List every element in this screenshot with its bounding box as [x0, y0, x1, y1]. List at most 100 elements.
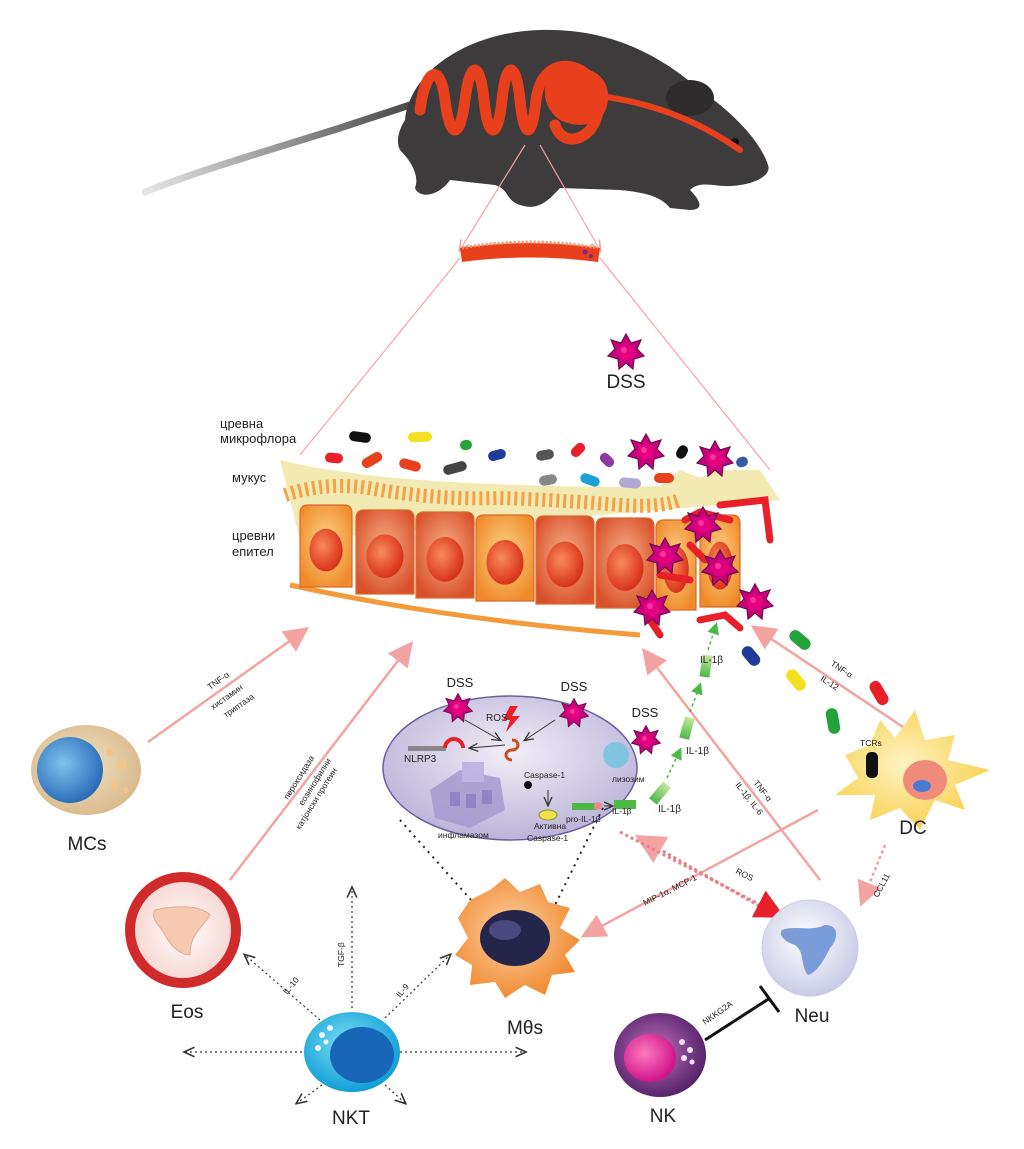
bacteria-icon	[536, 449, 554, 461]
dc-il12-label: IL-12	[819, 673, 841, 692]
dss-label: DSS	[606, 372, 645, 393]
il1b-left-label: IL-1β	[658, 804, 681, 815]
dc-label: DC	[899, 818, 926, 839]
microflora-label-2: микрофлора	[220, 431, 297, 446]
epithelial-cell	[535, 515, 595, 605]
caspase-label: Caspase-1	[524, 770, 565, 780]
nkt-cell	[304, 1012, 400, 1092]
epithelial-cell	[355, 509, 415, 595]
zoom-lines	[299, 144, 771, 471]
active-caspase-1: Активна	[534, 821, 566, 831]
ros-neu-label: ROS	[734, 866, 755, 883]
epithelium-label-2: епител	[232, 544, 274, 559]
lysozyme-icon	[603, 742, 629, 768]
bacteria-icon	[654, 473, 674, 483]
bacteria-icon	[488, 448, 506, 462]
dendritic-cell	[835, 710, 990, 830]
dotted-arrows	[619, 830, 887, 918]
nkt-il10-label: IL-10	[281, 975, 301, 996]
bacteria-icon	[539, 474, 557, 486]
mouse-illustration	[141, 29, 769, 210]
bacteria-icon	[619, 477, 641, 489]
mouse-stomach	[544, 68, 609, 125]
neutrophil-cell	[761, 899, 859, 997]
nlrp3-label: NLRP3	[404, 754, 437, 765]
bacteria-icon	[599, 452, 615, 468]
mouse-ear	[666, 80, 714, 116]
neu-label: Neu	[795, 1006, 830, 1027]
macrophage-label: Mθs	[507, 1018, 543, 1039]
lysozyme-label: лизозим	[612, 774, 645, 784]
microflora-label-1: цревна	[220, 416, 264, 431]
layer-labels: цревна микрофлора мукус цревни епител	[220, 416, 297, 559]
nlrp3-icon	[408, 737, 465, 751]
dc-tnf-label: TNF-α	[829, 658, 855, 680]
dss-label-3: DSS	[632, 705, 659, 720]
inflammasome-icon	[430, 762, 505, 828]
dss-star-icon	[607, 333, 645, 370]
microflora-bacteria	[325, 431, 748, 489]
bacteria-icon	[325, 452, 343, 464]
mucus-label: мукус	[232, 470, 267, 485]
bacteria-icon	[676, 445, 688, 459]
bacteria-icon	[399, 458, 421, 472]
nkt-arrows	[185, 888, 525, 1103]
nkt-label: NKT	[332, 1108, 370, 1129]
cell-nucleus	[366, 534, 404, 579]
dss-star-icon	[736, 583, 774, 620]
cell-nucleus	[606, 544, 644, 591]
dss-label-2: DSS	[561, 679, 588, 694]
epithelial-cell	[415, 511, 475, 599]
eos-label: Eos	[171, 1002, 204, 1023]
mouse-tail	[141, 101, 414, 196]
il1b-chain-upper: IL-1β	[700, 655, 723, 666]
ros-bolt-icon	[503, 706, 520, 732]
epithelial-cell	[595, 517, 655, 609]
mip-label: MIP-1α, MCP-1	[641, 872, 698, 908]
dss-star-icon	[627, 433, 665, 470]
nkt-il9-label: IL-9	[394, 981, 411, 999]
dss-star-icon	[631, 725, 661, 755]
cell-nucleus	[309, 528, 343, 572]
epithelium-label-1: цревни	[232, 528, 275, 543]
tcrs-label: TCRs	[860, 738, 882, 748]
basal-membrane	[289, 582, 641, 638]
il1b-out-label: IL-1β	[612, 806, 632, 816]
mc-tnf-label: TNF-α	[205, 669, 231, 691]
bacteria-icon	[736, 456, 748, 468]
intestinal-layer	[280, 460, 780, 638]
nk-label: NK	[650, 1106, 677, 1127]
inhibition-icon	[704, 985, 781, 1042]
potassium-swirl-icon	[504, 738, 520, 762]
bacteria-icon	[361, 452, 383, 468]
dc-bacteria	[741, 630, 889, 734]
mcs-label: MCs	[67, 834, 106, 855]
bacteria-icon	[443, 461, 467, 475]
epithelial-cell	[299, 504, 353, 588]
caspase-dot	[524, 781, 532, 789]
bacteria-icon	[460, 439, 472, 451]
tissue-strip	[460, 240, 600, 262]
ros-label: ROS	[486, 713, 508, 724]
bacteria-icon	[570, 442, 586, 458]
pro-il1b-label: pro-IL-1β	[566, 814, 601, 824]
macrophage-detail-panel: NLRP3 ROS DSS DSS DSS лизозим Caspase-1 …	[382, 675, 661, 911]
mast-cell	[31, 725, 141, 815]
nk-cell	[614, 1013, 706, 1097]
eosinophil-cell	[125, 872, 241, 988]
dss-label-1: DSS	[447, 675, 474, 690]
epithelial-cell	[475, 514, 535, 602]
active-caspase-2: Caspase-1	[527, 833, 568, 843]
cell-nucleus	[486, 539, 524, 585]
active-caspase-icon	[538, 809, 558, 821]
macrophage-cell	[455, 878, 580, 998]
cell-nucleus	[546, 541, 584, 588]
bacteria-icon	[408, 431, 432, 443]
ccl11-label: CCL11	[871, 871, 892, 899]
inflammasome-label: инфламазом	[438, 830, 489, 840]
il1b-chain-lower: IL-1β	[686, 746, 709, 757]
cell-nucleus	[426, 536, 464, 582]
il1b-chain: IL-1β IL-1β	[649, 622, 723, 805]
